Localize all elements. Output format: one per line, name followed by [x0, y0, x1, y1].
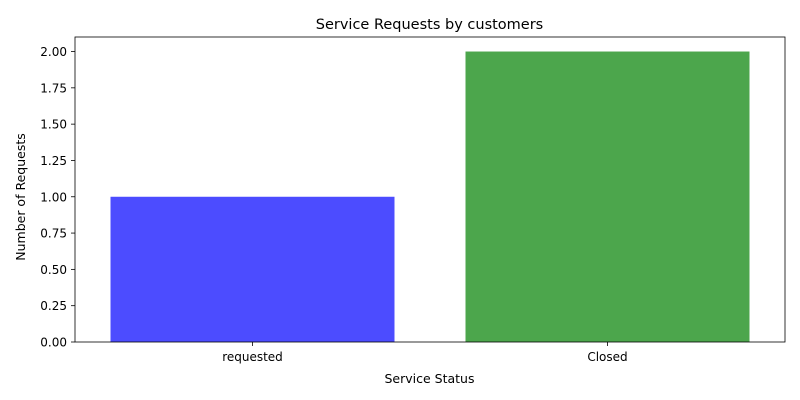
y-tick-label: 1.50 — [40, 118, 67, 132]
y-tick-label: 1.00 — [40, 190, 67, 204]
y-tick-label: 0.00 — [40, 336, 67, 350]
bar-closed — [465, 51, 750, 343]
x-tick-label: requested — [222, 350, 283, 364]
plot-area: requested Closed 0.00 0.25 0.50 0.75 1.00 1.25 1… — [40, 36, 786, 364]
x-axis-label: Service Status — [384, 371, 474, 386]
y-tick-label: 1.25 — [40, 154, 67, 168]
y-tick-label: 0.25 — [40, 299, 67, 313]
y-tick-label: 2.00 — [40, 45, 67, 59]
x-tick-label: Closed — [587, 350, 627, 364]
y-axis-label: Number of Requests — [13, 133, 28, 261]
y-tick-label: 0.50 — [40, 263, 67, 277]
y-tick-label: 1.75 — [40, 81, 67, 95]
bar-requested — [110, 196, 395, 342]
axes-frame — [74, 36, 786, 343]
y-tick-label: 0.75 — [40, 227, 67, 241]
chart-title: Service Requests by customers — [316, 17, 544, 33]
